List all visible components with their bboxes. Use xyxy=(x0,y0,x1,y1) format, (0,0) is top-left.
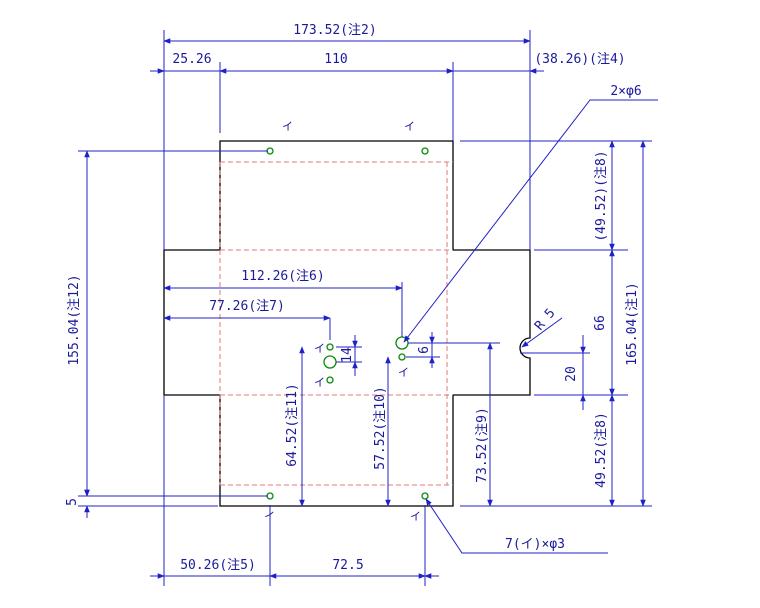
svg-text:イ: イ xyxy=(410,510,421,523)
leader-lines xyxy=(403,99,658,554)
svg-text:イ: イ xyxy=(404,120,415,133)
callout-big-holes: 2×φ6 xyxy=(610,84,641,99)
dim-77: 77.26(注7) xyxy=(209,299,285,314)
dim-64: 64.52(注11) xyxy=(285,383,300,466)
holes xyxy=(266,147,429,500)
dim-73: 73.52(注9) xyxy=(475,407,490,483)
callout-small-holes: 7(イ)×φ3 xyxy=(505,537,565,552)
svg-text:イ: イ xyxy=(398,366,409,379)
hole-small xyxy=(421,492,429,500)
hole-large xyxy=(323,355,337,369)
svg-text:イ: イ xyxy=(314,376,325,389)
fold-lines xyxy=(219,161,453,486)
dim-6: 6 xyxy=(417,346,432,354)
hole-small xyxy=(326,343,334,351)
dim-small-offset: 5 xyxy=(65,498,80,506)
dim-left-height: 155.04(注12) xyxy=(67,274,82,365)
dim-total-width: 173.52(注2) xyxy=(293,23,376,38)
dim-57: 57.52(注10) xyxy=(373,386,388,469)
hole-small xyxy=(398,353,406,361)
dim-bottom-flap: 49.52(注8) xyxy=(594,412,609,488)
dim-left-offset: 25.26 xyxy=(172,52,211,67)
dim-right-height: 165.04(注1) xyxy=(625,282,640,365)
dim-right-offset: (38.26)(注4) xyxy=(534,52,625,67)
svg-text:イ: イ xyxy=(314,342,325,355)
dim-66: 66 xyxy=(593,315,608,331)
hole-small xyxy=(421,147,429,155)
dimension-lines xyxy=(84,38,646,579)
svg-text:イ: イ xyxy=(282,120,293,133)
hole-small xyxy=(326,376,334,384)
dim-inner-width: 110 xyxy=(324,52,347,67)
dim-top-flap: (49.52)(注8) xyxy=(594,150,609,241)
dim-20: 20 xyxy=(564,366,579,382)
dim-112: 112.26(注6) xyxy=(241,269,324,284)
dim-14: 14 xyxy=(340,347,355,363)
dim-bottom-left: 50.26(注5) xyxy=(180,558,256,573)
dim-radius: R 5 xyxy=(532,306,559,334)
dim-bottom-mid: 72.5 xyxy=(332,558,363,573)
